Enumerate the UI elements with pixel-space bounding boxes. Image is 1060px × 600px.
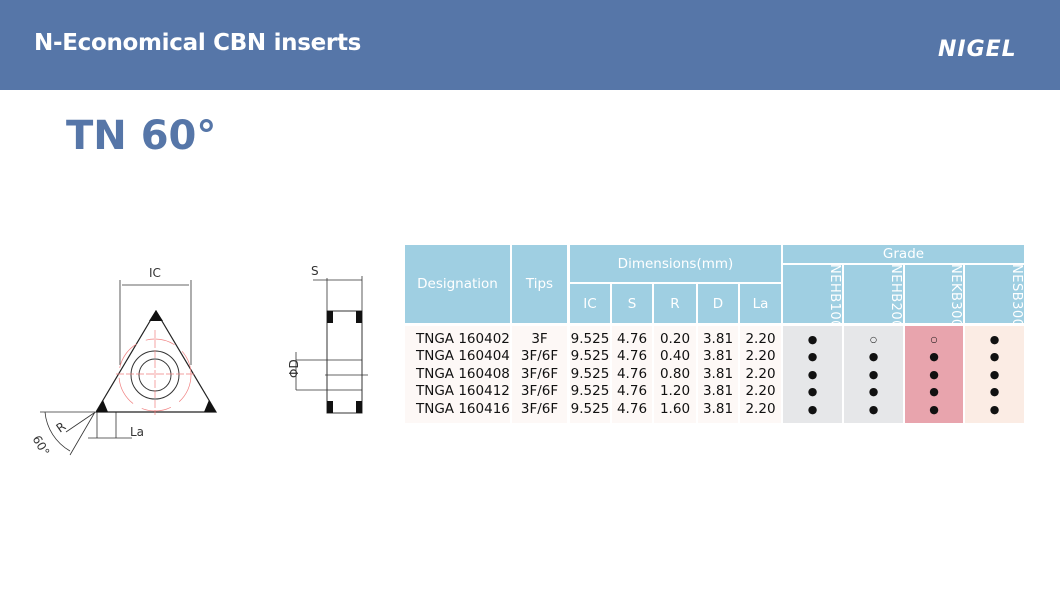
grade-mark: ●	[868, 385, 879, 399]
grade-mark: ●	[807, 385, 818, 399]
grade-mark: ●	[929, 367, 939, 381]
grade-mark: ●	[989, 350, 1000, 364]
la-label: La	[130, 425, 144, 439]
cell-tips: 3F/6F	[520, 383, 559, 400]
cell-r: 1.20	[659, 383, 691, 400]
insert-top-view-drawing: IC R La 60°	[30, 266, 218, 458]
cell-s: 4.76	[616, 365, 648, 382]
grade-mark: ○	[930, 334, 938, 344]
header-r: R	[654, 284, 696, 323]
header-s: S	[612, 284, 652, 323]
header-grade: Grade	[783, 245, 1024, 263]
r-label: R	[54, 419, 69, 435]
header-grade-nehb200: NEHB200	[844, 264, 903, 328]
header-grade-nekb300: NEKB300	[905, 264, 963, 328]
grade-mark: ●	[929, 385, 939, 399]
cell-designation: TNGA 160404	[416, 348, 510, 365]
cell-la: 2.20	[745, 383, 776, 400]
header-bar: N-Economical CBN inserts NIGEL	[0, 0, 1060, 90]
header-tips: Tips	[512, 245, 567, 323]
cell-ic: 9.525	[570, 330, 610, 347]
cell-r: 0.40	[659, 348, 691, 365]
product-subtitle: TN 60°	[66, 113, 217, 159]
cell-d: 3.81	[702, 348, 734, 365]
cell-ic: 9.525	[570, 383, 610, 400]
header-la: La	[740, 284, 781, 323]
cell-r: 1.60	[659, 400, 691, 417]
column-grade-0: ● ● ● ● ●	[783, 326, 842, 423]
cell-s: 4.76	[616, 330, 648, 347]
cell-tips: 3F/6F	[520, 348, 559, 365]
cell-tips: 3F/6F	[520, 365, 559, 382]
grade-mark: ●	[989, 367, 1000, 381]
grade-mark: ●	[989, 402, 1000, 416]
d-label: ΦD	[287, 359, 301, 378]
cell-s: 4.76	[616, 348, 648, 365]
cell-r: 0.80	[659, 365, 691, 382]
grade-mark: ●	[989, 332, 1000, 346]
cell-d: 3.81	[702, 330, 734, 347]
cell-designation: TNGA 160412	[416, 383, 510, 400]
header-grade-nesb300: NESB300	[965, 264, 1024, 328]
cell-tips: 3F/6F	[520, 400, 559, 417]
cell-r: 0.20	[659, 330, 691, 347]
cell-ic: 9.525	[570, 348, 610, 365]
grade-mark: ●	[807, 367, 818, 381]
cell-la: 2.20	[745, 400, 776, 417]
grade-mark: ○	[870, 334, 877, 344]
header-designation: Designation	[405, 245, 510, 323]
header-grade-nehb100: NEHB100	[783, 264, 842, 328]
page-title: N-Economical CBN inserts	[34, 30, 362, 56]
column-grade-1: ○ ● ● ● ●	[844, 326, 903, 423]
nigel-logo: NIGEL	[938, 37, 1017, 62]
cell-d: 3.81	[702, 400, 734, 417]
cell-la: 2.20	[745, 348, 776, 365]
cell-ic: 9.525	[570, 400, 610, 417]
s-label: S	[311, 264, 319, 278]
cell-designation: TNGA 160408	[416, 365, 510, 382]
cell-designation: TNGA 160416	[416, 400, 510, 417]
header-dimensions: Dimensions(mm)	[570, 245, 781, 282]
grade-mark: ●	[868, 402, 879, 416]
grade-mark: ●	[989, 385, 1000, 399]
cell-tips: 3F	[531, 330, 548, 347]
cell-la: 2.20	[745, 330, 776, 347]
insert-side-view-drawing: S ΦD	[287, 264, 368, 414]
cell-la: 2.20	[745, 365, 776, 382]
grade-mark: ●	[807, 332, 818, 346]
grade-mark: ●	[929, 402, 939, 416]
grade-mark: ●	[929, 350, 939, 364]
column-grade-3: ● ● ● ● ●	[965, 326, 1024, 423]
angle-label: 60°	[30, 433, 53, 458]
cell-ic: 9.525	[570, 365, 610, 382]
cell-designation: TNGA 160402	[416, 330, 510, 347]
cell-s: 4.76	[616, 383, 648, 400]
cell-d: 3.81	[702, 383, 734, 400]
cell-d: 3.81	[702, 365, 734, 382]
column-grade-2: ○ ● ● ● ●	[905, 326, 963, 423]
grade-mark: ●	[807, 350, 818, 364]
grade-mark: ●	[868, 367, 879, 381]
grade-mark: ●	[868, 350, 879, 364]
header-d: D	[698, 284, 738, 323]
header-ic: IC	[570, 284, 610, 323]
grade-mark: ●	[807, 402, 818, 416]
cell-s: 4.76	[616, 400, 648, 417]
ic-label: IC	[149, 266, 161, 280]
